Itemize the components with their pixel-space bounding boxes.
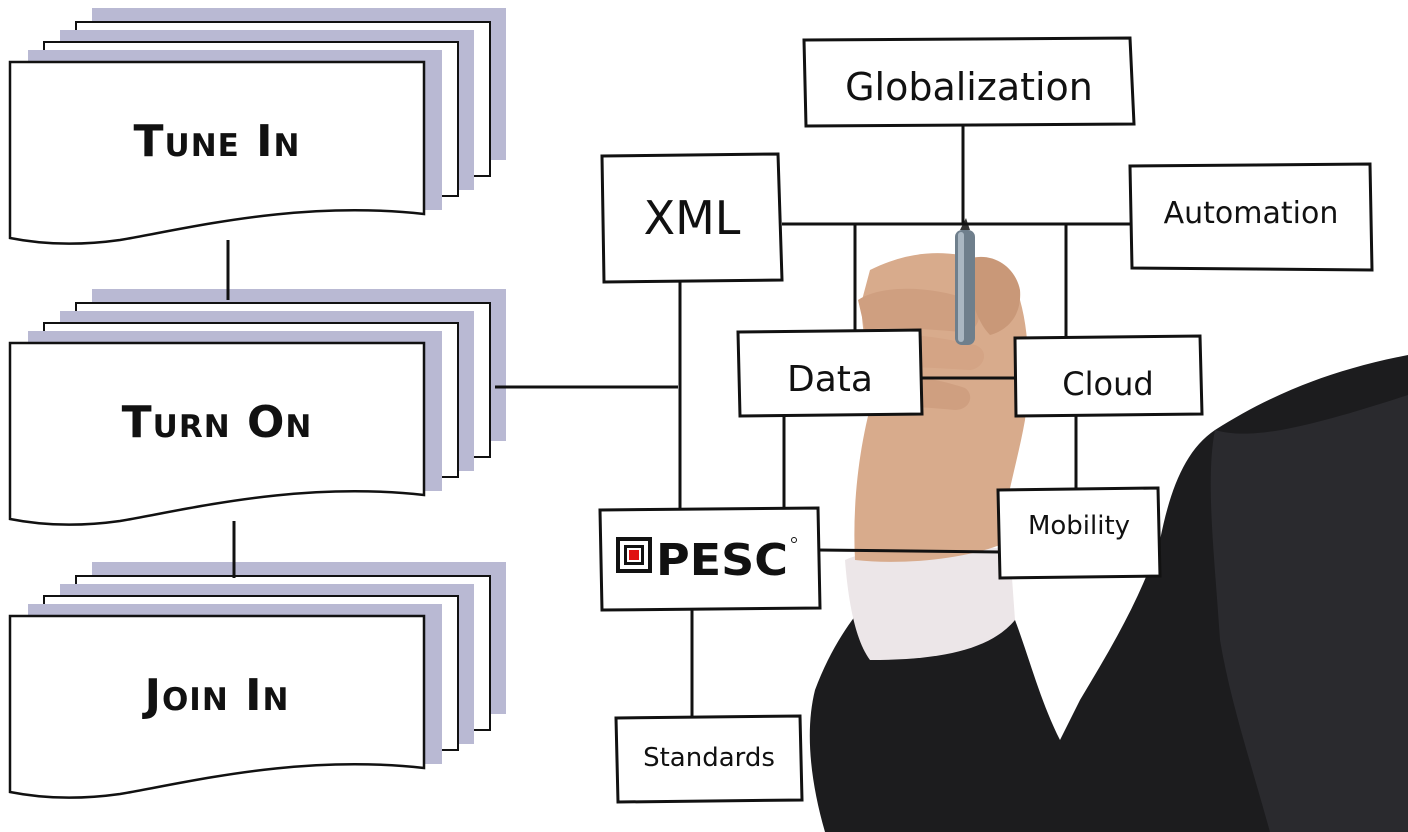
node-label-automation: Automation <box>1163 196 1339 231</box>
node-label-globalization: Globalization <box>845 65 1093 109</box>
doc-title-join-in: Join In <box>144 670 290 721</box>
node-label-xml: XML <box>643 191 741 245</box>
box-data <box>736 328 924 418</box>
box-globalization <box>802 36 1136 128</box>
diagram-boxes <box>598 36 1374 804</box>
box-pesc <box>598 506 822 612</box>
document-stack-join-in <box>8 562 506 800</box>
box-automation <box>1128 162 1374 272</box>
document-stack-tune-in <box>8 8 506 246</box>
box-xml <box>600 152 784 284</box>
node-label-cloud: Cloud <box>1062 365 1154 403</box>
node-label-mobility: Mobility <box>1027 511 1131 541</box>
pesc-logo-text: PESC <box>656 535 788 586</box>
pesc-logo: PESC <box>616 535 797 586</box>
businessman-image <box>809 218 1408 832</box>
node-label-data: Data <box>787 359 873 400</box>
box-mobility <box>996 486 1162 580</box>
doc-title-turn-on: Turn On <box>121 397 313 448</box>
box-cloud <box>1013 334 1204 418</box>
doc-title-tune-in: Tune In <box>133 116 301 167</box>
document-stack-turn-on <box>8 289 506 527</box>
box-standards <box>614 714 804 804</box>
node-label-standards: Standards <box>643 743 775 773</box>
connector-lines <box>226 124 1130 718</box>
